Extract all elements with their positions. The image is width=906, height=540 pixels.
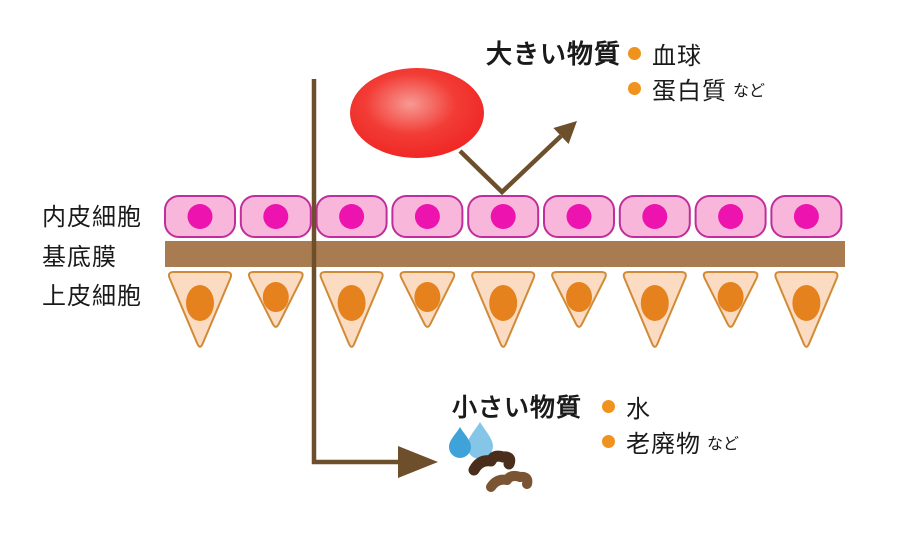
cell-nucleus bbox=[414, 204, 440, 229]
basement-membrane-bar bbox=[165, 241, 845, 267]
cell-nucleus bbox=[566, 204, 592, 229]
cell-nucleus bbox=[187, 204, 213, 229]
list-item: 蛋白質 など bbox=[628, 71, 765, 106]
cell-nucleus bbox=[793, 204, 819, 229]
bounce-arrow-line bbox=[458, 134, 563, 196]
bullet-icon bbox=[628, 47, 641, 60]
endothelial-cell bbox=[164, 195, 236, 238]
epithelial-cell bbox=[551, 271, 607, 328]
endothelial-cell bbox=[239, 195, 312, 238]
cell-nucleus bbox=[566, 282, 592, 312]
epithelial-layer bbox=[167, 271, 839, 348]
cell-nucleus bbox=[490, 204, 516, 229]
list-item-suffix: など bbox=[733, 82, 766, 100]
bullet-icon bbox=[602, 400, 615, 413]
list-item: 水 bbox=[602, 389, 739, 424]
label-basement-membrane: 基底膜 bbox=[42, 244, 117, 271]
small-substances-title: 小さい物質 bbox=[452, 394, 583, 422]
list-item-suffix: など bbox=[707, 435, 740, 453]
cell-nucleus bbox=[414, 282, 441, 312]
endothelial-layer bbox=[164, 195, 843, 238]
filtration-path-line bbox=[311, 79, 400, 465]
list-item: 老廃物 など bbox=[602, 424, 739, 459]
large-substances-list: 血球 蛋白質 など bbox=[628, 36, 765, 106]
endothelial-cell bbox=[770, 195, 843, 238]
endothelial-cell bbox=[391, 195, 464, 238]
endothelial-cell bbox=[694, 195, 767, 238]
list-item-label: 蛋白質 bbox=[652, 78, 727, 105]
bounce-arrowhead-icon bbox=[553, 121, 577, 144]
epithelial-cell bbox=[167, 271, 233, 348]
epithelial-cell bbox=[702, 271, 759, 328]
epithelial-cell bbox=[774, 271, 839, 348]
large-substances-title: 大きい物質 bbox=[486, 39, 622, 69]
cell-nucleus bbox=[262, 282, 289, 312]
cell-nucleus bbox=[642, 204, 668, 229]
list-item-label: 水 bbox=[626, 396, 651, 423]
endothelial-cell bbox=[618, 195, 691, 238]
cell-nucleus bbox=[489, 285, 518, 321]
epithelial-cell bbox=[319, 271, 384, 348]
epithelial-cell bbox=[622, 271, 687, 348]
label-endothelium: 内皮細胞 bbox=[42, 204, 142, 231]
filtration-arrowhead-icon bbox=[398, 446, 438, 478]
cell-nucleus bbox=[337, 285, 366, 321]
list-item-label: 血球 bbox=[652, 43, 702, 70]
waste-light-icon bbox=[486, 471, 533, 492]
water-drop-dark-icon bbox=[449, 427, 471, 458]
cell-nucleus bbox=[263, 204, 289, 229]
endothelial-cell bbox=[467, 195, 540, 238]
endothelial-cell bbox=[543, 195, 615, 238]
list-item: 血球 bbox=[628, 36, 765, 71]
cell-nucleus bbox=[718, 204, 744, 229]
red-blood-cell bbox=[350, 68, 484, 158]
cell-nucleus bbox=[186, 285, 214, 321]
label-epithelium: 上皮細胞 bbox=[42, 283, 142, 310]
list-item-label: 老廃物 bbox=[626, 431, 701, 458]
waste-dark-icon bbox=[468, 450, 516, 476]
cell-nucleus bbox=[717, 282, 744, 312]
bullet-icon bbox=[602, 435, 615, 448]
water-drop-light-icon bbox=[467, 422, 493, 459]
cell-nucleus bbox=[640, 285, 669, 321]
epithelial-cell bbox=[471, 271, 536, 348]
endothelial-cell bbox=[315, 195, 388, 238]
cell-nucleus bbox=[339, 204, 365, 229]
epithelial-cell bbox=[247, 271, 304, 328]
epithelial-cell bbox=[399, 271, 456, 328]
small-substances-list: 水 老廃物 など bbox=[602, 389, 739, 459]
bullet-icon bbox=[628, 82, 641, 95]
cell-nucleus bbox=[792, 285, 821, 321]
